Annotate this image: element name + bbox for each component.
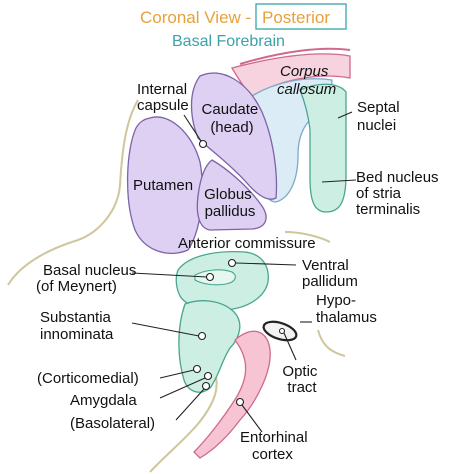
posterior-label: Posterior: [262, 8, 330, 27]
septal-nuclei: [299, 83, 347, 213]
corpus-callosum-stripe: [239, 47, 351, 65]
internal-capsule-label: Internal capsule: [137, 81, 191, 114]
ventral-pallidum-leader: [235, 262, 297, 266]
corpus-callosum-label: Corpus callosum: [277, 63, 336, 98]
ventral-pallidum-label: Ventral pallidum: [302, 257, 358, 290]
amygdala-label: Amygdala: [70, 392, 137, 409]
hypothalamus-label: Hypo- thalamus: [316, 292, 377, 326]
basolateral-dot: [201, 381, 211, 391]
entorhinal-dot: [235, 397, 245, 407]
view-title: Coronal View -: [140, 8, 251, 27]
putamen: [126, 116, 203, 254]
bed-nucleus-label: Bed nucleus of stria terminalis: [356, 169, 443, 218]
bed-nucleus-leader: [321, 179, 357, 183]
septal-leader: [337, 111, 353, 119]
basal-nucleus-label: Basal nucleus (of Meynert): [36, 262, 141, 295]
brain-outline-right: [284, 231, 331, 243]
amygdala-leader: [159, 377, 206, 399]
globus-pallidus-label: Globus pallidus: [204, 186, 256, 220]
basal-nucleus-leader: [131, 272, 208, 278]
brain-outline: [7, 99, 139, 286]
entorhinal-leader: [241, 404, 263, 433]
substantia-innominata-label: Substantia innominata: [40, 309, 115, 343]
internal-capsule-leader: [183, 114, 202, 142]
subtitle: Basal Forebrain: [172, 33, 285, 50]
optic-tract-label: Optic tract: [282, 363, 321, 396]
optic-tract-dot: [278, 327, 286, 335]
amygdala-dot: [203, 371, 213, 381]
brain-outline-right-lower: [317, 329, 346, 357]
basolateral-label: (Basolateral): [70, 415, 155, 432]
posterior-box: [255, 3, 347, 30]
entorhinal-cortex-label: Entorhinal cortex: [240, 429, 312, 463]
basal-nucleus-dot: [205, 272, 215, 282]
caudate-label: Caudate (head): [202, 101, 263, 136]
internal-capsule-dot: [198, 139, 208, 149]
entorhinal-cortex: [193, 330, 271, 459]
septal-nuclei-label: Septal nuclei: [357, 99, 404, 134]
optic-tract-leader: [283, 332, 297, 361]
corticomedial-dot: [192, 364, 202, 374]
globus-pallidus: [196, 159, 267, 231]
anterior-commissure: [194, 269, 236, 286]
ventral-pallidum-dot: [227, 258, 237, 268]
basolateral-leader: [175, 388, 205, 421]
corticomedial-leader: [159, 369, 195, 379]
substantia-dot: [197, 331, 207, 341]
putamen-label: Putamen: [133, 177, 193, 194]
anterior-commissure-label: Anterior commissure: [178, 235, 316, 252]
substantia-leader: [131, 322, 200, 337]
corticomedial-label: (Corticomedial): [37, 370, 139, 387]
